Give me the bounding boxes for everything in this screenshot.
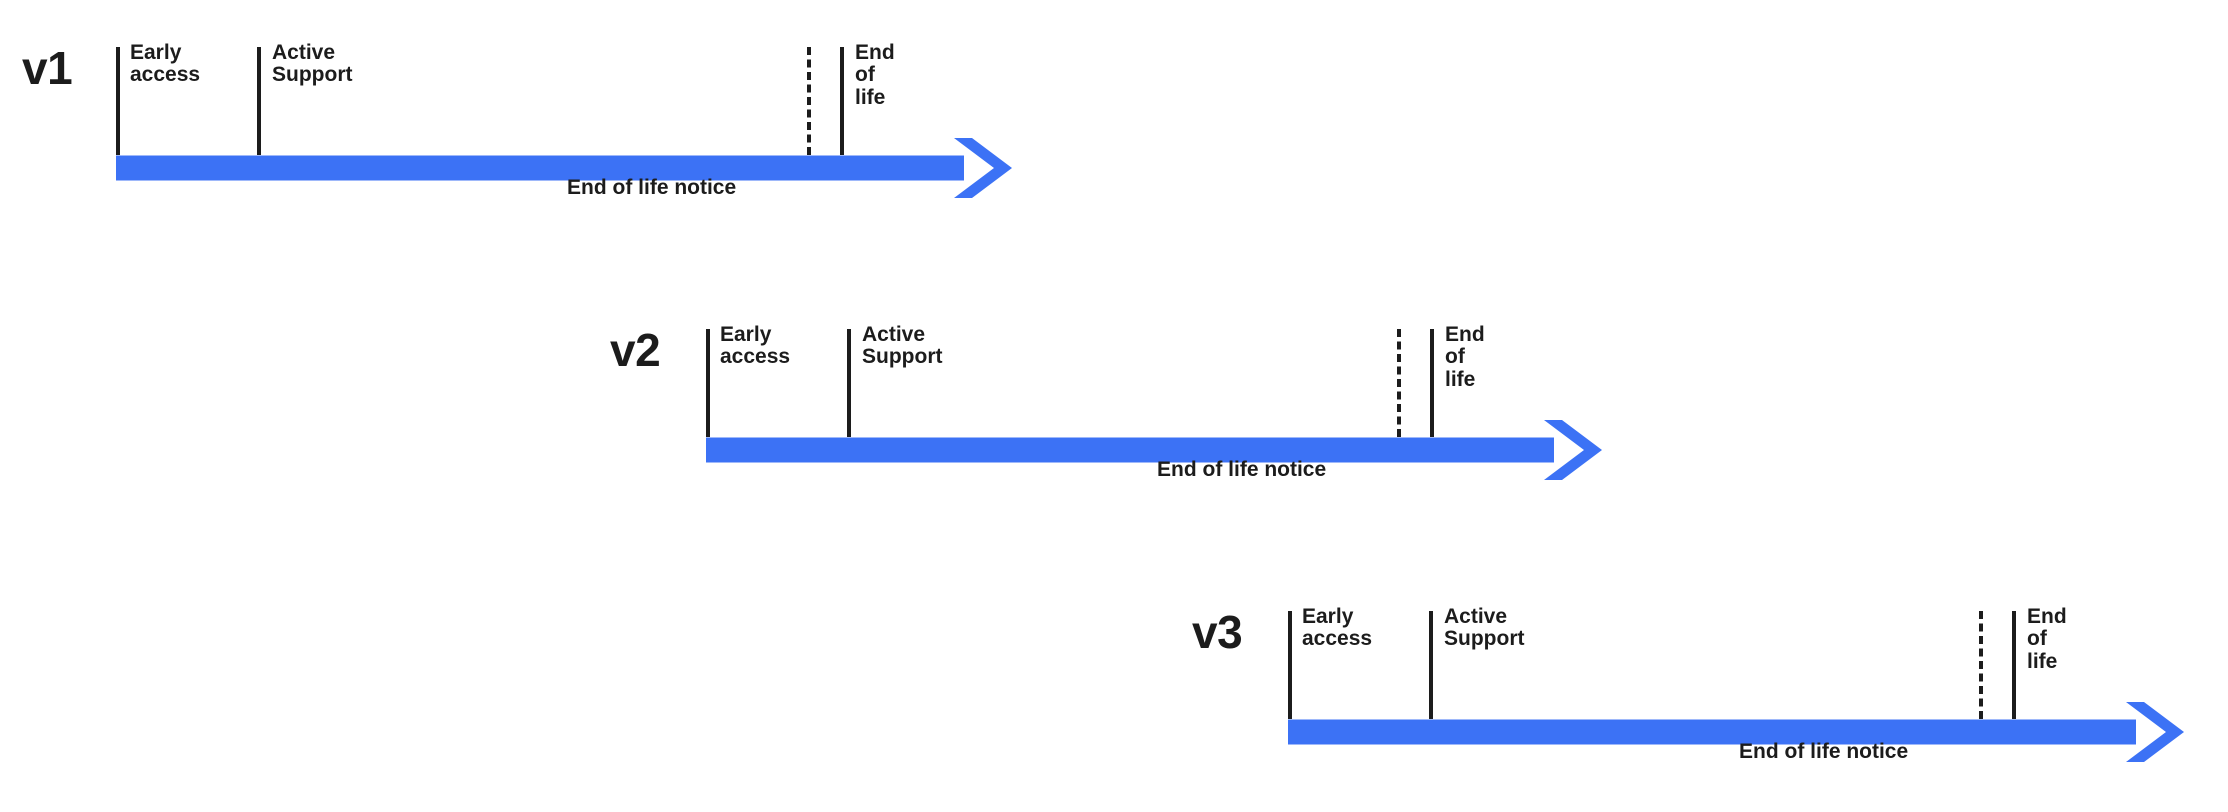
timeline-axis-arrow xyxy=(116,137,1012,198)
phase-label-3: End of life xyxy=(1445,323,1485,391)
version-label-v3: v3 xyxy=(1192,606,1243,658)
end-of-life-notice-label: End of life notice xyxy=(567,176,737,199)
end-of-life-notice-label: End of life notice xyxy=(1739,740,1909,763)
phase-label-1: Early access xyxy=(1302,605,1373,651)
phase-label-2: Active Support xyxy=(1444,605,1525,651)
phase-label-1: Early access xyxy=(130,41,201,87)
phase-divider-3 xyxy=(2012,611,2016,719)
timeline-axis-arrow xyxy=(706,419,1602,480)
phase-divider-2 xyxy=(1429,611,1433,719)
phase-divider-1 xyxy=(116,47,120,155)
phase-divider-3 xyxy=(840,47,844,155)
version-label-v1: v1 xyxy=(22,42,73,94)
arrow-head-icon xyxy=(1544,419,1602,480)
phase-divider-3 xyxy=(1430,329,1434,437)
end-of-life-notice-divider xyxy=(1397,329,1401,437)
phase-label-1: Early access xyxy=(720,323,791,369)
phase-divider-1 xyxy=(1288,611,1292,719)
phase-label-3: End of life xyxy=(2027,605,2067,673)
arrow-head-icon xyxy=(954,137,1012,198)
phase-divider-2 xyxy=(257,47,261,155)
phase-label-2: Active Support xyxy=(862,323,943,369)
timeline-bar xyxy=(706,437,1554,462)
version-label-v2: v2 xyxy=(610,324,661,376)
phase-label-2: Active Support xyxy=(272,41,353,87)
arrow-head-icon xyxy=(2126,701,2184,762)
timeline-bar xyxy=(1288,719,2136,744)
phase-divider-2 xyxy=(847,329,851,437)
timeline-bar xyxy=(116,155,964,180)
end-of-life-notice-label: End of life notice xyxy=(1157,458,1327,481)
phase-label-3: End of life xyxy=(855,41,895,109)
phase-divider-1 xyxy=(706,329,710,437)
end-of-life-notice-divider xyxy=(807,47,811,155)
timeline-axis-arrow xyxy=(1288,701,2184,762)
end-of-life-notice-divider xyxy=(1979,611,1983,719)
